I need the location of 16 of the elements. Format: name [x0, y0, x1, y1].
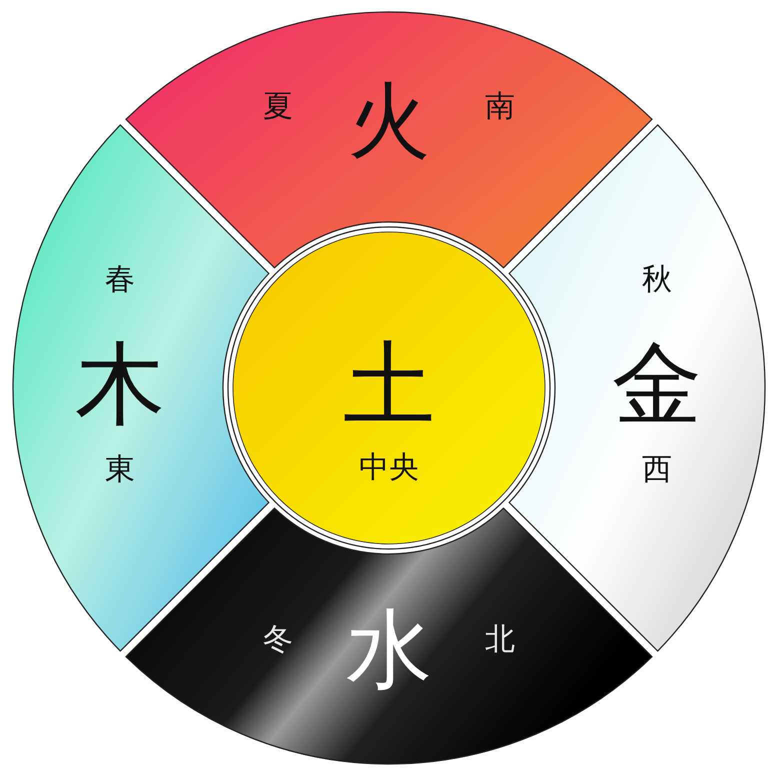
element-character: 土 — [343, 339, 435, 431]
direction-label: 中央 — [359, 453, 419, 483]
direction-label: 東 — [105, 455, 135, 485]
element-character: 金 — [612, 340, 702, 430]
element-character: 木 — [75, 340, 165, 430]
center-disc — [226, 225, 552, 551]
direction-label: 北 — [485, 625, 515, 655]
season-label: 春 — [105, 265, 135, 295]
season-label: 秋 — [642, 265, 672, 295]
element-character: 水 — [346, 607, 432, 693]
season-label: 夏 — [263, 92, 293, 122]
element-character: 火 — [348, 81, 430, 163]
season-label: 冬 — [263, 625, 293, 655]
direction-label: 西 — [642, 455, 672, 485]
direction-label: 南 — [485, 92, 515, 122]
ring-sector — [124, 507, 654, 765]
